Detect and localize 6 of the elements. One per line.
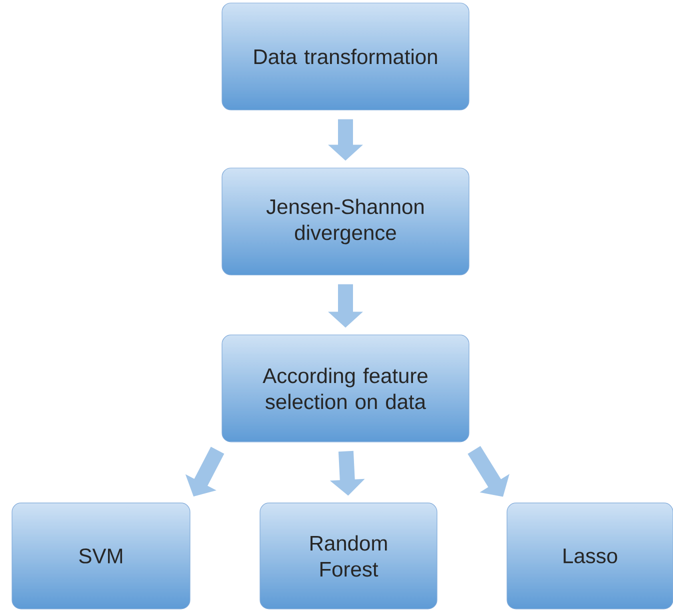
process-box: SVM [12,502,190,610]
process-box: Lasso [506,502,673,610]
process-box: Data transformation [222,2,470,110]
process-box: Jensen-Shannon divergence [222,168,470,276]
process-box: Random Forest [260,502,438,610]
process-box: According feature selection on data [222,334,470,442]
